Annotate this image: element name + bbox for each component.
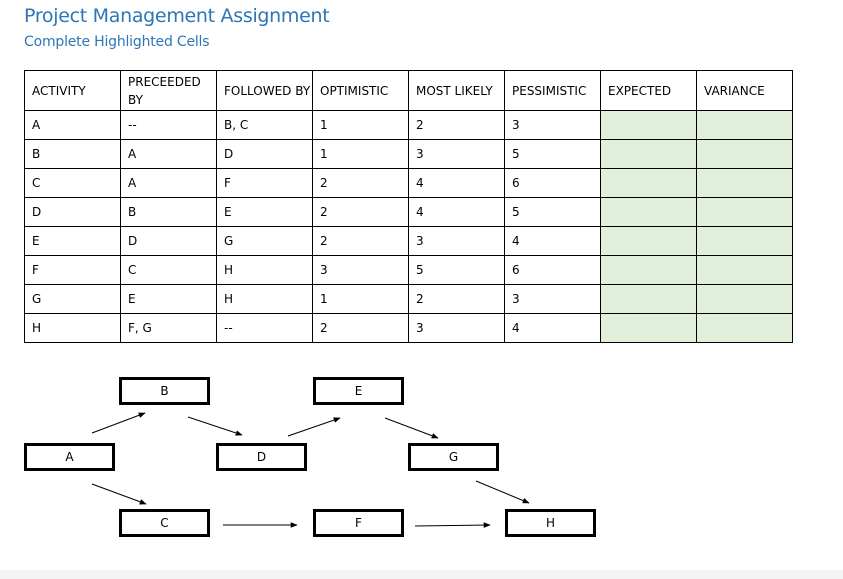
cell-most-likely: 3 [408, 139, 505, 169]
node-f: F [313, 509, 404, 537]
column-header-activity: ACTIVITY [24, 70, 121, 111]
edge-f-h [414, 522, 491, 528]
cell-expected[interactable] [600, 284, 697, 314]
cell-variance[interactable] [696, 168, 793, 198]
cell-expected[interactable] [600, 139, 697, 169]
cell-preceded-by: F, G [120, 313, 217, 343]
cell-optimistic: 2 [312, 313, 409, 343]
edge-g-h [475, 480, 530, 504]
table-row: D B E 2 4 5 [24, 197, 793, 227]
column-header-optimistic: OPTIMISTIC [312, 70, 409, 111]
cell-pessimistic: 3 [504, 284, 601, 314]
cell-expected[interactable] [600, 197, 697, 227]
edge-a-b [91, 412, 146, 434]
cell-followed-by: H [216, 284, 313, 314]
cell-preceded-by: A [120, 139, 217, 169]
table-row: A -- B, C 1 2 3 [24, 110, 793, 140]
table-row: C A F 2 4 6 [24, 168, 793, 198]
edge-b-d [187, 416, 243, 436]
cell-variance[interactable] [696, 197, 793, 227]
column-header-pessimistic: PESSIMISTIC [504, 70, 601, 111]
page-subtitle: Complete Highlighted Cells [24, 34, 210, 50]
edge-a-c [91, 483, 147, 505]
cell-pessimistic: 4 [504, 313, 601, 343]
table-row: F C H 3 5 6 [24, 255, 793, 285]
cell-most-likely: 4 [408, 197, 505, 227]
cell-followed-by: D [216, 139, 313, 169]
edge-d-e [287, 417, 341, 437]
cell-followed-by: F [216, 168, 313, 198]
cell-expected[interactable] [600, 313, 697, 343]
cell-expected[interactable] [600, 110, 697, 140]
bottom-strip [0, 570, 843, 579]
table-header-row: ACTIVITY PRECEEDED BY FOLLOWED BY OPTIMI… [24, 70, 793, 111]
edge-e-g [384, 417, 439, 439]
table-row: B A D 1 3 5 [24, 139, 793, 169]
column-header-most-likely: MOST LIKELY [408, 70, 505, 111]
cell-most-likely: 2 [408, 110, 505, 140]
node-c: C [119, 509, 210, 537]
cell-preceded-by: D [120, 226, 217, 256]
cell-most-likely: 4 [408, 168, 505, 198]
table-row: H F, G -- 2 3 4 [24, 313, 793, 343]
cell-expected[interactable] [600, 168, 697, 198]
cell-most-likely: 5 [408, 255, 505, 285]
cell-followed-by: G [216, 226, 313, 256]
cell-activity: H [24, 313, 121, 343]
cell-pessimistic: 6 [504, 255, 601, 285]
cell-activity: G [24, 284, 121, 314]
table-row: G E H 1 2 3 [24, 284, 793, 314]
column-header-expected: EXPECTED [600, 70, 697, 111]
node-b: B [119, 377, 210, 405]
cell-variance[interactable] [696, 110, 793, 140]
activity-table: ACTIVITY PRECEEDED BY FOLLOWED BY OPTIMI… [24, 70, 793, 343]
cell-variance[interactable] [696, 255, 793, 285]
cell-pessimistic: 3 [504, 110, 601, 140]
cell-variance[interactable] [696, 226, 793, 256]
node-e: E [313, 377, 404, 405]
cell-optimistic: 2 [312, 226, 409, 256]
cell-pessimistic: 5 [504, 197, 601, 227]
cell-pessimistic: 4 [504, 226, 601, 256]
cell-variance[interactable] [696, 313, 793, 343]
table-row: E D G 2 3 4 [24, 226, 793, 256]
cell-followed-by: -- [216, 313, 313, 343]
node-g: G [408, 443, 499, 471]
cell-preceded-by: -- [120, 110, 217, 140]
node-d: D [216, 443, 307, 471]
node-a: A [24, 443, 115, 471]
cell-variance[interactable] [696, 284, 793, 314]
cell-optimistic: 1 [312, 284, 409, 314]
cell-expected[interactable] [600, 226, 697, 256]
node-h: H [505, 509, 596, 537]
page-title: Project Management Assignment [24, 5, 330, 27]
cell-variance[interactable] [696, 139, 793, 169]
